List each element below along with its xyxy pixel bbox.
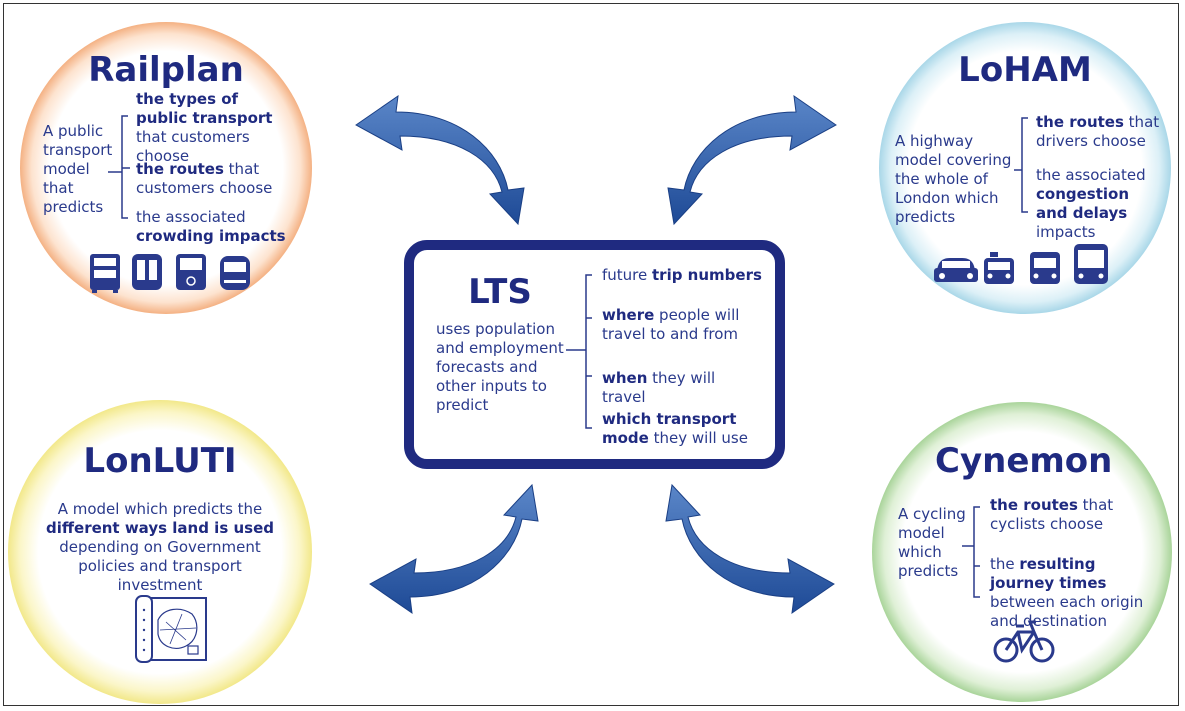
loham-item-1: the routes that drivers choose [1036, 113, 1160, 150]
van-icon [1030, 252, 1060, 284]
cynemon-bracket [962, 506, 980, 598]
lts-box [404, 240, 785, 469]
diagram-frame [3, 3, 1179, 706]
loham-bracket [1014, 117, 1028, 213]
tube-train-icon [132, 254, 162, 290]
lts-item-2: where people will travel to and from [602, 306, 740, 343]
lts-item-1: future trip numbers [602, 266, 762, 284]
railplan-item-1: the types of public transport that custo… [136, 90, 273, 165]
loham-lead: A highway model covering the whole of Lo… [895, 132, 1012, 226]
railplan-item-3: the associated crowding impacts [136, 208, 286, 245]
taxi-icon [984, 252, 1014, 284]
cynemon-title: Cynemon [935, 441, 1113, 481]
lonluti-circle [8, 400, 312, 704]
railplan-title: Railplan [88, 50, 244, 90]
bus-icon [90, 254, 120, 293]
car-icon [934, 258, 978, 282]
loham-circle [879, 22, 1171, 314]
map-icon [135, 595, 207, 663]
railplan-circle [20, 22, 312, 314]
cynemon-circle [872, 402, 1172, 702]
lts-lead: uses population and employment forecasts… [436, 320, 564, 414]
tram-icon [220, 256, 250, 290]
underground-train-icon [176, 254, 206, 290]
lts-item-4: which transport mode they will use [602, 410, 748, 447]
lts-bracket [566, 274, 592, 429]
arrow-railplan-lts [355, 94, 525, 226]
lts-item-3: when they will travel [602, 369, 716, 406]
lonluti-title: LonLUTI [83, 441, 237, 481]
railplan-lead: A public transport model that predicts [43, 122, 113, 216]
loham-title: LoHAM [958, 50, 1092, 90]
lonluti-text: A model which predicts the different way… [45, 500, 274, 594]
coach-icon [1074, 244, 1108, 284]
arrow-cynemon-lts [665, 483, 835, 615]
loham-item-2: the associated congestion and delays imp… [1036, 166, 1146, 241]
cynemon-lead: A cycling model which predicts [898, 505, 966, 580]
cynemon-item-1: the routes that cyclists choose [990, 496, 1114, 533]
lts-title: LTS [468, 272, 532, 312]
arrow-lonluti-lts [369, 483, 539, 615]
railplan-bracket [108, 115, 130, 219]
railplan-item-2: the routes that customers choose [136, 160, 273, 197]
arrow-loham-lts [667, 94, 837, 226]
cynemon-item-2: the resulting journey times between each… [990, 555, 1144, 630]
bicycle-icon [993, 620, 1055, 663]
